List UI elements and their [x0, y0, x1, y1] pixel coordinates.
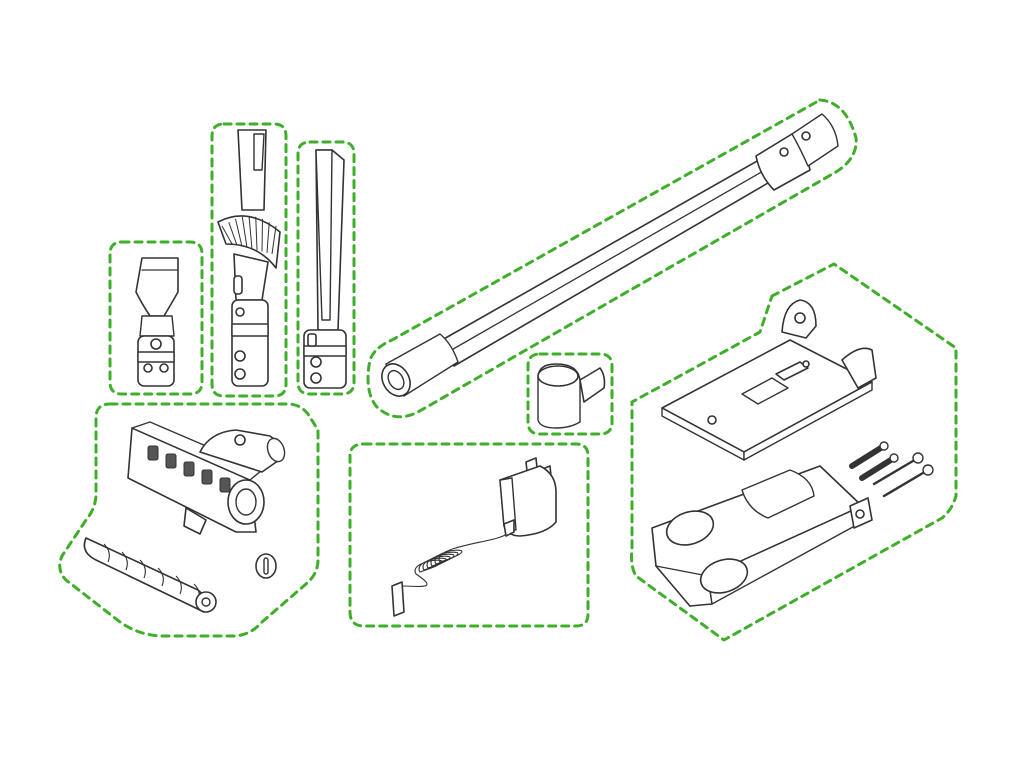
brush-tool-collar: [231, 323, 269, 337]
wand-connector-pin-icon: [801, 131, 811, 141]
outline-extension-wand: [366, 98, 858, 419]
wand-bottom-opening-inner: [387, 369, 405, 391]
dock-cradle-arch: [741, 469, 815, 519]
brush-head-latch-icon: [234, 434, 246, 446]
power-adapter: [391, 457, 557, 617]
mounting-screw-head: [922, 464, 934, 476]
wand-tube-highlight: [447, 165, 773, 353]
wide-nozzle-button-icon: [150, 338, 162, 350]
crevice-tool: [303, 149, 347, 389]
outline-brush-tool: [210, 122, 288, 398]
brush-head-endcap-inner: [235, 488, 257, 516]
bristle-line: [248, 215, 253, 250]
wide-nozzle-tool: [135, 257, 179, 387]
brush-endcap-spare-slot: [263, 557, 269, 575]
roller-stripe: [175, 575, 182, 595]
outline-power-adapter: [348, 442, 590, 628]
dock-screw-hole-icon: [794, 312, 806, 324]
outline-wand-clip: [526, 352, 614, 436]
brush-bristles: [217, 215, 281, 269]
brush-head-slot: [165, 453, 177, 469]
mounting-screw-head: [912, 452, 924, 464]
brush-head-slot: [183, 461, 195, 477]
adapter-dc-plug: [391, 581, 405, 617]
outline-crevice-tool: [296, 140, 356, 396]
roller-stripe: [139, 559, 146, 579]
crevice-tool-port-icon: [310, 356, 322, 368]
wand-top-connector: [791, 113, 839, 167]
wide-nozzle-port-icon: [143, 363, 153, 373]
brush-roller-endcap-inner: [201, 597, 211, 607]
bristle-line: [261, 218, 263, 252]
brush-tool-slider: [233, 275, 243, 295]
bristle-line: [221, 225, 233, 245]
dock-screw-hole-icon: [707, 415, 717, 425]
brush-tool-port-icon: [234, 368, 246, 380]
group-outlines: [58, 98, 958, 642]
dock-backplate-side: [743, 381, 873, 461]
brush-head-slots: [147, 445, 231, 493]
adapter-cable: [399, 533, 507, 587]
bristle-line: [266, 222, 270, 253]
wand-clip-hook: [579, 367, 606, 403]
brush-head-foot: [183, 507, 207, 535]
wand-clip-top: [537, 365, 579, 387]
brush-head-neck-opening: [266, 437, 286, 463]
dock-cradle-pin-icon: [855, 509, 865, 519]
brush-tool-tip-shade: [253, 133, 265, 171]
adapter-cable-strain: [503, 519, 515, 537]
brush-tool-port-icon: [234, 350, 246, 362]
wide-nozzle-port-icon: [159, 363, 169, 373]
crevice-tool-port-icon: [310, 372, 322, 384]
brush-head-slot: [147, 445, 159, 461]
roller-stripes: [103, 543, 200, 603]
bristle-line: [235, 218, 243, 247]
wall-anchor-head: [889, 453, 899, 463]
bristle-line: [241, 216, 248, 248]
outline-dock-kit: [630, 262, 958, 642]
bristle-line: [228, 222, 238, 246]
brush-head-slot: [201, 469, 213, 485]
wall-anchor-head: [879, 441, 889, 451]
adapter-cable-coil: [399, 533, 507, 587]
wall-dock-kit: [651, 299, 934, 607]
wall-anchor: [849, 443, 887, 469]
wall-anchor: [859, 455, 897, 481]
wand-release-button-icon: [779, 147, 789, 157]
wide-nozzle-neck: [139, 315, 175, 337]
dock-cradle-cup-right: [699, 558, 749, 594]
bristle-line: [271, 225, 277, 255]
brush-tool-body: [231, 299, 269, 387]
wand-clip: [537, 363, 606, 429]
bristle-line: [255, 216, 258, 251]
dock-side-bracket: [841, 347, 877, 389]
bristle-lines: [221, 215, 277, 255]
dock-latch-slot: [775, 361, 809, 381]
wand-tube: [441, 155, 781, 367]
crevice-tool-slider: [307, 333, 317, 347]
outline-wide-nozzle: [108, 240, 204, 396]
dock-latch: [741, 377, 789, 405]
roller-stripe: [103, 543, 110, 563]
mounting-screws-and-anchors: [849, 441, 934, 498]
mounting-screw: [872, 456, 920, 486]
roller-stripe: [121, 551, 128, 571]
crevice-tool-collar: [303, 345, 347, 357]
floor-brush-head: [83, 421, 286, 613]
wide-nozzle-head: [135, 257, 179, 317]
adapter-side: [499, 477, 517, 531]
outline-floor-brush: [58, 402, 320, 638]
mounting-screw: [882, 468, 930, 498]
brush-head-slot: [219, 477, 231, 493]
dock-cradle-cup-left: [665, 510, 715, 546]
crevice-tool-blade-shade: [315, 149, 333, 321]
brush-crevice-tool: [217, 129, 281, 387]
dock-screw-hole-icon: [802, 360, 810, 368]
extension-wand: [381, 113, 839, 397]
wide-nozzle-collar: [137, 351, 175, 363]
roller-stripe: [157, 567, 164, 587]
brush-tool-button-icon: [235, 307, 245, 317]
